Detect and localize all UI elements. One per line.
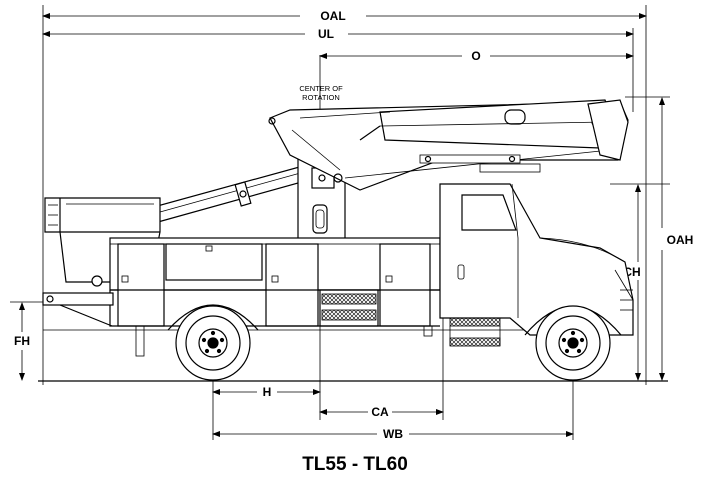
upper-boom bbox=[268, 99, 629, 191]
dimension-ul: UL bbox=[42, 27, 634, 41]
oah-label: OAH bbox=[667, 233, 694, 247]
center-of-rotation-line1: CENTER OF bbox=[299, 84, 343, 93]
center-of-rotation-note: CENTER OF ROTATION bbox=[299, 84, 343, 102]
rear-wheel bbox=[167, 304, 259, 381]
o-label: O bbox=[471, 49, 480, 63]
wb-label: WB bbox=[383, 427, 403, 441]
ca-label: CA bbox=[371, 405, 389, 419]
dimension-ca: CA bbox=[319, 405, 444, 419]
front-wheel bbox=[524, 305, 622, 381]
truck-drawing bbox=[42, 99, 634, 381]
ul-label: UL bbox=[318, 27, 334, 41]
rear-tail bbox=[42, 292, 114, 327]
center-of-rotation-line2: ROTATION bbox=[302, 93, 340, 102]
service-body bbox=[109, 237, 441, 357]
cab bbox=[439, 183, 634, 347]
dimension-h: H bbox=[212, 385, 321, 399]
dimension-oah: OAH bbox=[659, 97, 694, 381]
dimension-oal: OAL bbox=[42, 9, 647, 23]
dimension-fh: FH bbox=[14, 302, 30, 381]
dimension-wb: WB bbox=[212, 427, 574, 441]
oal-label: OAL bbox=[320, 9, 345, 23]
h-label: H bbox=[263, 385, 272, 399]
fh-label: FH bbox=[14, 334, 30, 348]
dimension-o: O bbox=[319, 49, 634, 63]
diagram-title: TL55 - TL60 bbox=[302, 454, 408, 475]
